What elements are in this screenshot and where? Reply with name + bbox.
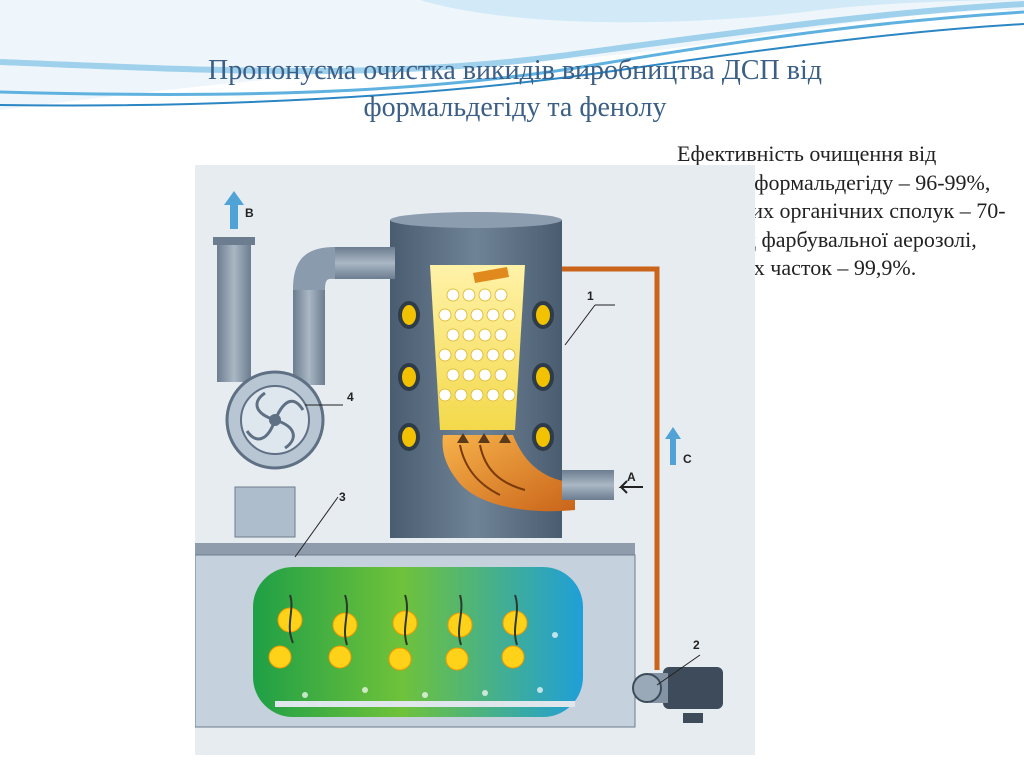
- exhaust-duct: [293, 247, 395, 385]
- label-part-4: 4: [347, 390, 354, 404]
- exhaust-fan: [225, 370, 325, 538]
- circulation-pump: [632, 667, 723, 723]
- absorber-column: [390, 212, 575, 538]
- inlet-pipe-a: [562, 470, 614, 500]
- header-wave-decoration: [0, 0, 1024, 110]
- arrow-b-icon: [224, 191, 244, 229]
- label-part-3: 3: [339, 490, 346, 504]
- purification-apparatus-diagram: B A C 1 2 3 4: [195, 165, 755, 755]
- packing-bed: [438, 288, 516, 402]
- label-part-2: 2: [693, 638, 700, 652]
- column-portholes: [398, 301, 554, 451]
- slide-title: Пропонуєма очистка викидів виробництва Д…: [120, 52, 910, 126]
- slide-title-line-1: Пропонуєма очистка викидів виробництва Д…: [208, 55, 822, 86]
- arrow-c-icon: [665, 427, 681, 465]
- flow-arrows: [224, 191, 681, 494]
- label-c: C: [683, 452, 692, 466]
- exhaust-stack: [213, 237, 255, 382]
- gas-flow-flame: [442, 435, 575, 512]
- arrow-a-icon: [618, 480, 643, 494]
- slide-title-line-2: формальдегіду та фенолу: [363, 92, 667, 123]
- water-tank: [195, 543, 636, 728]
- label-part-1: 1: [587, 289, 594, 303]
- recirculation-pipe: [562, 266, 660, 670]
- label-a: A: [627, 470, 636, 484]
- label-b: B: [245, 206, 254, 220]
